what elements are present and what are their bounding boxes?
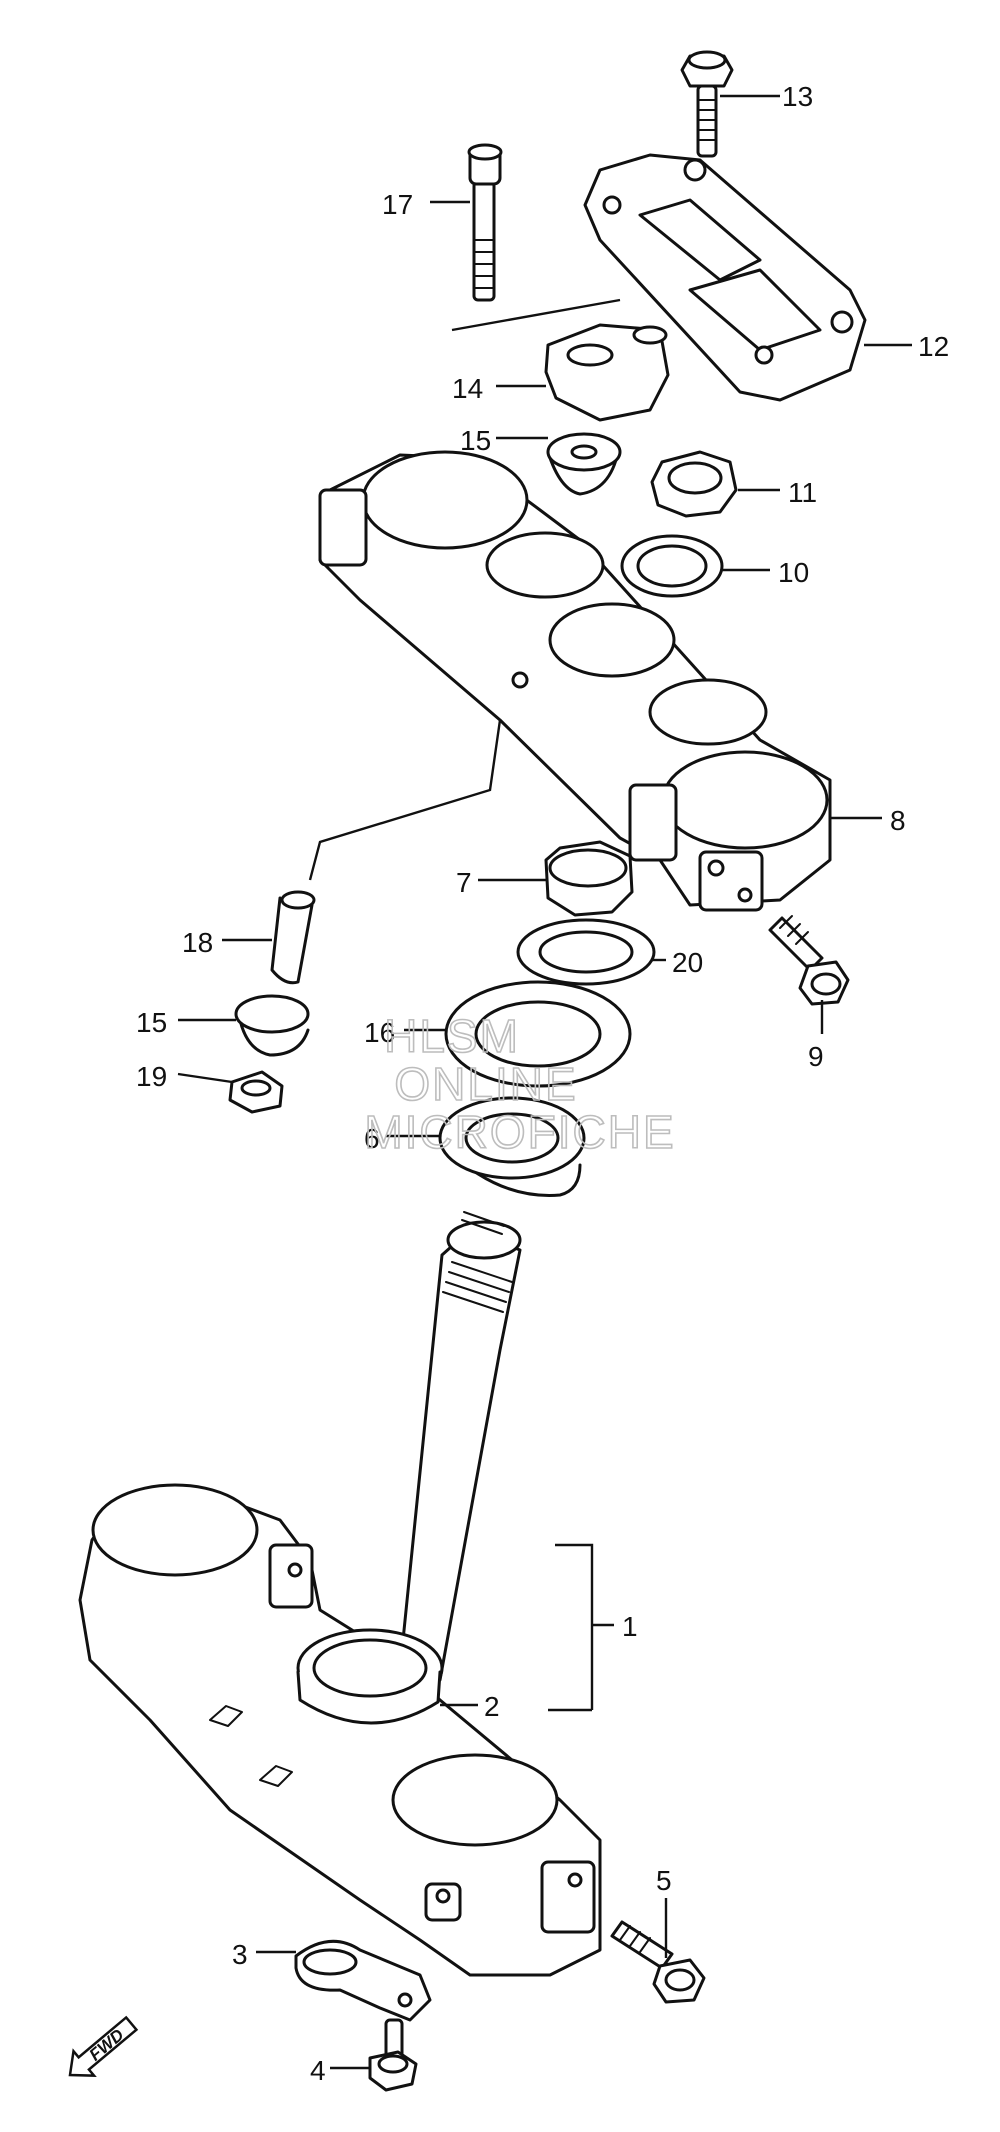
part-13-bolt xyxy=(680,50,734,158)
part-14-clamp-holder xyxy=(544,323,670,422)
part-8-ref-line xyxy=(308,719,502,881)
part-10-washer xyxy=(620,534,724,598)
callout-8: 8 xyxy=(890,805,906,836)
callout-12: 12 xyxy=(918,331,949,362)
fwd-direction-badge: FWD xyxy=(68,2015,139,2078)
part-2-bearing xyxy=(312,1638,428,1698)
callouts: 13 12 17 14 15 11 10 8 7 20 16 9 6 18 15… xyxy=(136,81,949,2086)
part-20-washer xyxy=(516,918,656,986)
watermark: HLSM ONLINE MICROFICHE xyxy=(364,1009,675,1159)
callout-3: 3 xyxy=(232,1939,248,1970)
part-15-cushion-lower xyxy=(234,994,310,1057)
part-5-bolt xyxy=(610,1920,706,2004)
callout-2: 2 xyxy=(484,1691,500,1722)
part-4-bolt xyxy=(368,2018,418,2092)
callout-10: 10 xyxy=(778,557,809,588)
watermark-line-2: ONLINE xyxy=(394,1058,577,1110)
callout-1: 1 xyxy=(622,1611,638,1642)
part-11-nut xyxy=(650,450,738,518)
watermark-line-1: HLSM xyxy=(384,1010,520,1062)
callout-5: 5 xyxy=(656,1865,672,1896)
callout-9: 9 xyxy=(808,1041,824,1072)
callout-17: 17 xyxy=(382,189,413,220)
part-1-steering-stem xyxy=(78,1211,602,1977)
part-16-dust-seal xyxy=(444,980,632,1088)
callout-19: 19 xyxy=(136,1061,167,1092)
callout-15-lower: 15 xyxy=(136,1007,167,1038)
callout-14: 14 xyxy=(452,373,483,404)
watermark-line-3: MICROFICHE xyxy=(364,1106,675,1158)
callout-4: 4 xyxy=(310,2055,326,2086)
leader-lines xyxy=(177,94,912,2070)
callout-15-upper: 15 xyxy=(460,425,491,456)
callout-16: 16 xyxy=(364,1017,395,1048)
callout-6: 6 xyxy=(364,1123,380,1154)
part-3-clamp xyxy=(294,1939,432,2022)
callout-13: 13 xyxy=(782,81,813,112)
part-17-ref-line xyxy=(451,298,621,332)
part-6-bearing xyxy=(438,1096,586,1197)
callout-11: 11 xyxy=(788,477,817,508)
part-15-cushion-upper xyxy=(546,432,622,496)
part-19-nut xyxy=(228,1070,284,1114)
callout-7: 7 xyxy=(456,867,472,898)
part-12-handlebar-clamp xyxy=(583,153,867,402)
part-8-upper-bracket xyxy=(318,450,832,912)
part-18-collar xyxy=(270,890,316,985)
part-17-bolt xyxy=(467,143,503,302)
callout-18: 18 xyxy=(182,927,213,958)
callout-20: 20 xyxy=(672,947,703,978)
part-9-bolt xyxy=(768,915,850,1006)
part-7-bearing-nut xyxy=(544,840,634,917)
